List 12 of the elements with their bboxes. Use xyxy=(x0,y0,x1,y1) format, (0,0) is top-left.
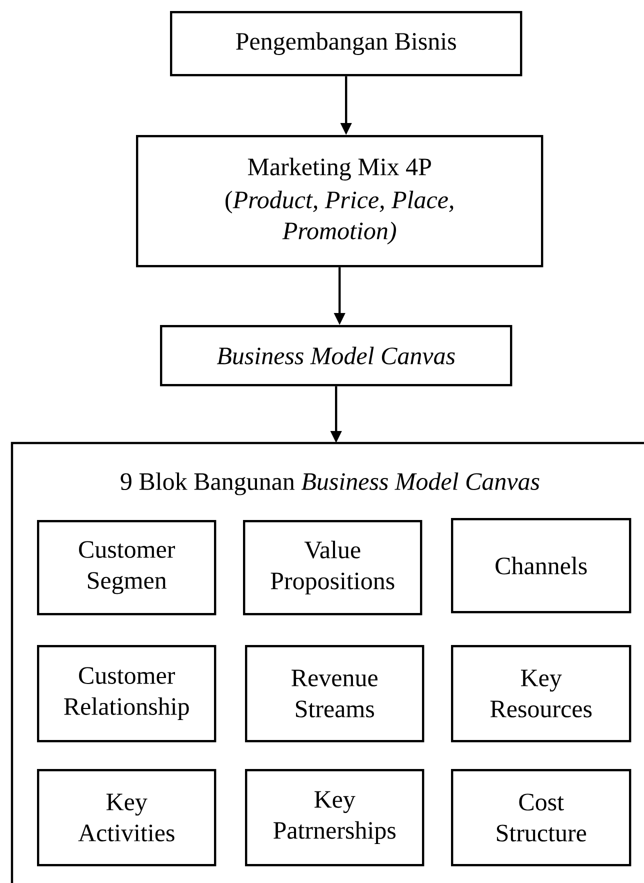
process-box: Key Resources xyxy=(451,645,632,742)
process-box: Customer Segmen xyxy=(37,520,216,616)
process-box: Key Activities xyxy=(37,769,216,866)
process-box: Revenue Streams xyxy=(245,645,424,742)
process-box: Value Propositions xyxy=(243,520,422,616)
process-box: Cost Structure xyxy=(451,769,632,866)
process-box: Pengembangan Bisnis xyxy=(170,11,522,76)
process-box: Channels xyxy=(451,518,632,614)
process-box: Key Patrnerships xyxy=(245,769,424,866)
process-box: Marketing Mix 4P (Product, Price, Place, Promotion) xyxy=(136,135,544,268)
process-box: Business Model Canvas xyxy=(160,325,512,386)
process-box: Customer Relationship xyxy=(37,645,216,742)
